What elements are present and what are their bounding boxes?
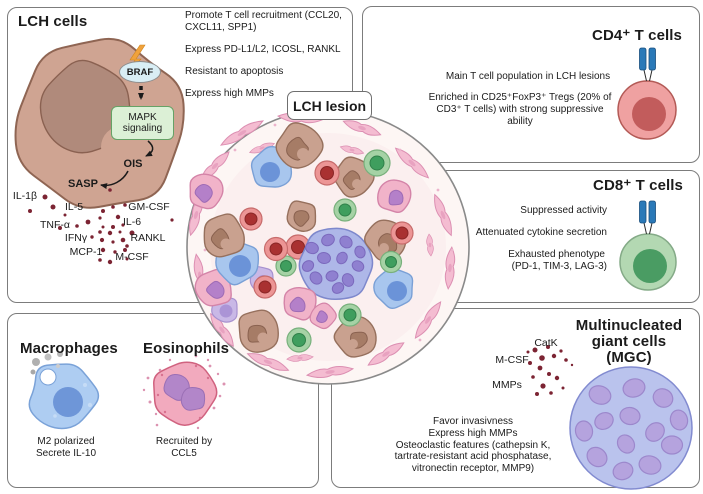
tcr-receptor-icon [639,47,656,82]
cytokine-il1b: IL-1β [12,190,38,202]
cytokine-il5: IL-5 [64,201,84,213]
bullet-t-cell-recruitment: Promote T cell recruitment (CCL20, CXCL1… [185,10,342,33]
mgc-cell-graphic [569,366,693,490]
macrophages-desc: M2 polarized Secrete IL-10 [35,436,97,459]
macrophages-title: Macrophages [20,340,118,357]
cd4-line2: Enriched in CD25⁺FoxP3⁺ Tregs (20% of CD… [428,92,612,127]
mgc-factor-mcsf: M-CSF [495,354,529,366]
cd8-line4: (PD-1, TIM-3, LAG-3) [511,261,607,272]
ois-label: OIS [123,158,143,170]
cd4-panel-title: CD4⁺ T cells [592,27,682,44]
cd4-line1: Main T cell population in LCH lesions [445,71,611,82]
secreted-bubbles [30,351,63,375]
cd8-line2: Attenuated cytokine secretion [475,227,607,238]
mgc-factor-dots [526,345,574,396]
ois-to-sasp-arrow [100,170,129,190]
mgc-factor-catk: CatK [534,337,558,349]
eosinophil-graphic [142,354,226,430]
cytokine-mcsf: M-CSF [115,251,149,263]
cytokine-gmcsf: GM-CSF [128,201,170,213]
cytokine-mcp1: MCP-1 [69,246,103,258]
cytokine-rankl: RANKL [130,232,166,244]
cd8-line1: Suppressed activity [520,205,607,216]
lesion-cells [189,122,414,358]
eosinophils-title: Eosinophils [143,340,230,357]
granule-dots [156,364,210,420]
cytokine-dots [28,188,174,265]
bullet-express-mmps: Express high MMPs [185,88,274,99]
mgc-factor-mmps: MMPs [492,379,522,391]
tcr-receptor-icon [639,200,656,235]
mgc-description: Favor invasivness Express high MMPs Oste… [394,416,552,475]
cytokine-ifng: IFNγ [64,232,88,244]
speckle-dots [142,354,226,430]
bullet-resistant-apoptosis: Resistant to apoptosis [185,66,284,77]
sasp-label: SASP [68,178,98,190]
mgc-panel-title: Multinucleated giant cells (MGC) [575,317,683,366]
cytokine-il6: IL-6 [122,216,142,228]
mapk-signaling-box: MAPK signaling [111,106,174,140]
cytokine-tnfa: TNF-α [40,219,70,231]
cd8-cell-graphic [619,200,677,291]
cd4-cell-graphic [617,47,677,140]
cd8-panel-title: CD8⁺ T cells [593,177,683,194]
lesion-label: LCH lesion [287,91,372,120]
macrophage-graphic [28,351,100,430]
eosinophils-desc: Recruited by CCL5 [155,436,213,459]
lesion-mgc [298,227,374,301]
braf-bubble: BRAF [119,61,161,83]
cd8-line3: Exhausted phenotype [508,249,605,260]
lch-panel-title: LCH cells [18,13,88,30]
lch-panel-bullets: Promote T cell recruitment (CCL20, CXCL1… [185,10,357,110]
bullet-express-pdl1: Express PD-L1/L2, ICOSL, RANKL [185,44,341,55]
lch-lesion-graphic [185,109,470,385]
mapk-to-ois-arrow [145,140,154,157]
